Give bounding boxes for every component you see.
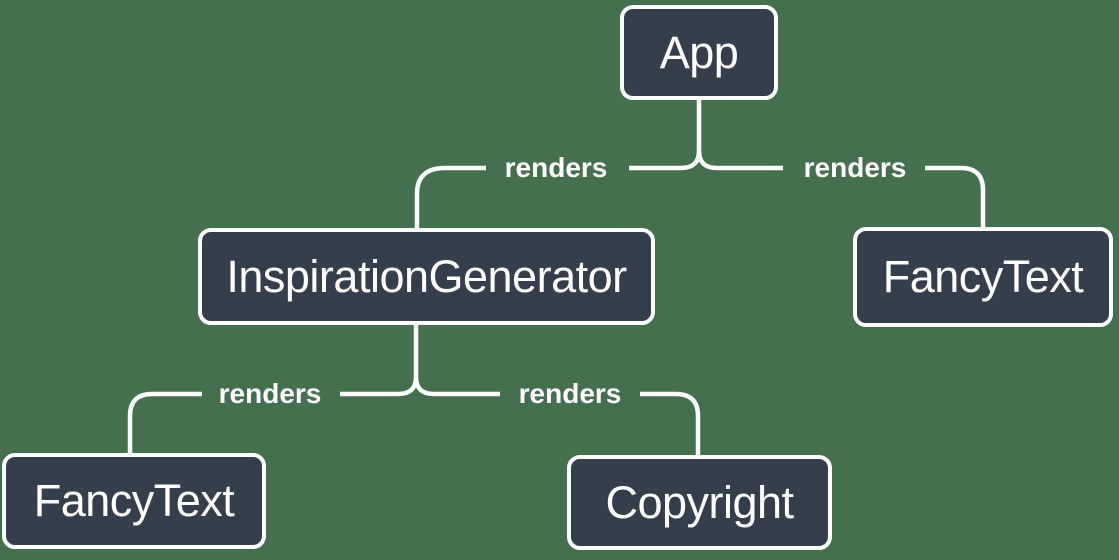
node-fancy-text-right-label: FancyText xyxy=(882,251,1084,302)
node-inspiration-generator-label: InspirationGenerator xyxy=(226,250,627,302)
connector-inspiration-generator-to-fancy-text-a xyxy=(340,376,419,397)
connector-app-to-inspiration-generator-b xyxy=(414,165,486,228)
connector-app-to-fancy-text-b xyxy=(925,165,986,227)
node-copyright: Copyright xyxy=(567,455,832,550)
node-app: App xyxy=(620,5,778,100)
connector-app-to-fancy-text-a xyxy=(696,150,783,171)
node-inspiration-generator: InspirationGenerator xyxy=(198,228,655,325)
node-app-label: App xyxy=(659,26,739,78)
node-fancy-text-left-label: FancyText xyxy=(33,475,235,526)
connector-app-to-inspiration-generator-a xyxy=(629,150,702,171)
connector-inspiration-generator-to-fancy-text-b xyxy=(127,391,202,453)
edge-label-app-inspiration-generator: renders xyxy=(504,152,608,183)
edge-label-inspiration-generator-copyright: renders xyxy=(518,378,622,409)
connector-inspiration-generator-to-copyright-b xyxy=(640,391,701,455)
node-fancy-text-left: FancyText xyxy=(2,453,266,549)
edge-label-inspiration-generator-fancy-text: renders xyxy=(218,378,322,409)
node-copyright-label: Copyright xyxy=(605,476,794,528)
edge-label-app-fancy-text: renders xyxy=(803,152,907,183)
connector-inspiration-generator-to-copyright-a xyxy=(413,376,500,397)
node-fancy-text-right: FancyText xyxy=(853,227,1113,327)
